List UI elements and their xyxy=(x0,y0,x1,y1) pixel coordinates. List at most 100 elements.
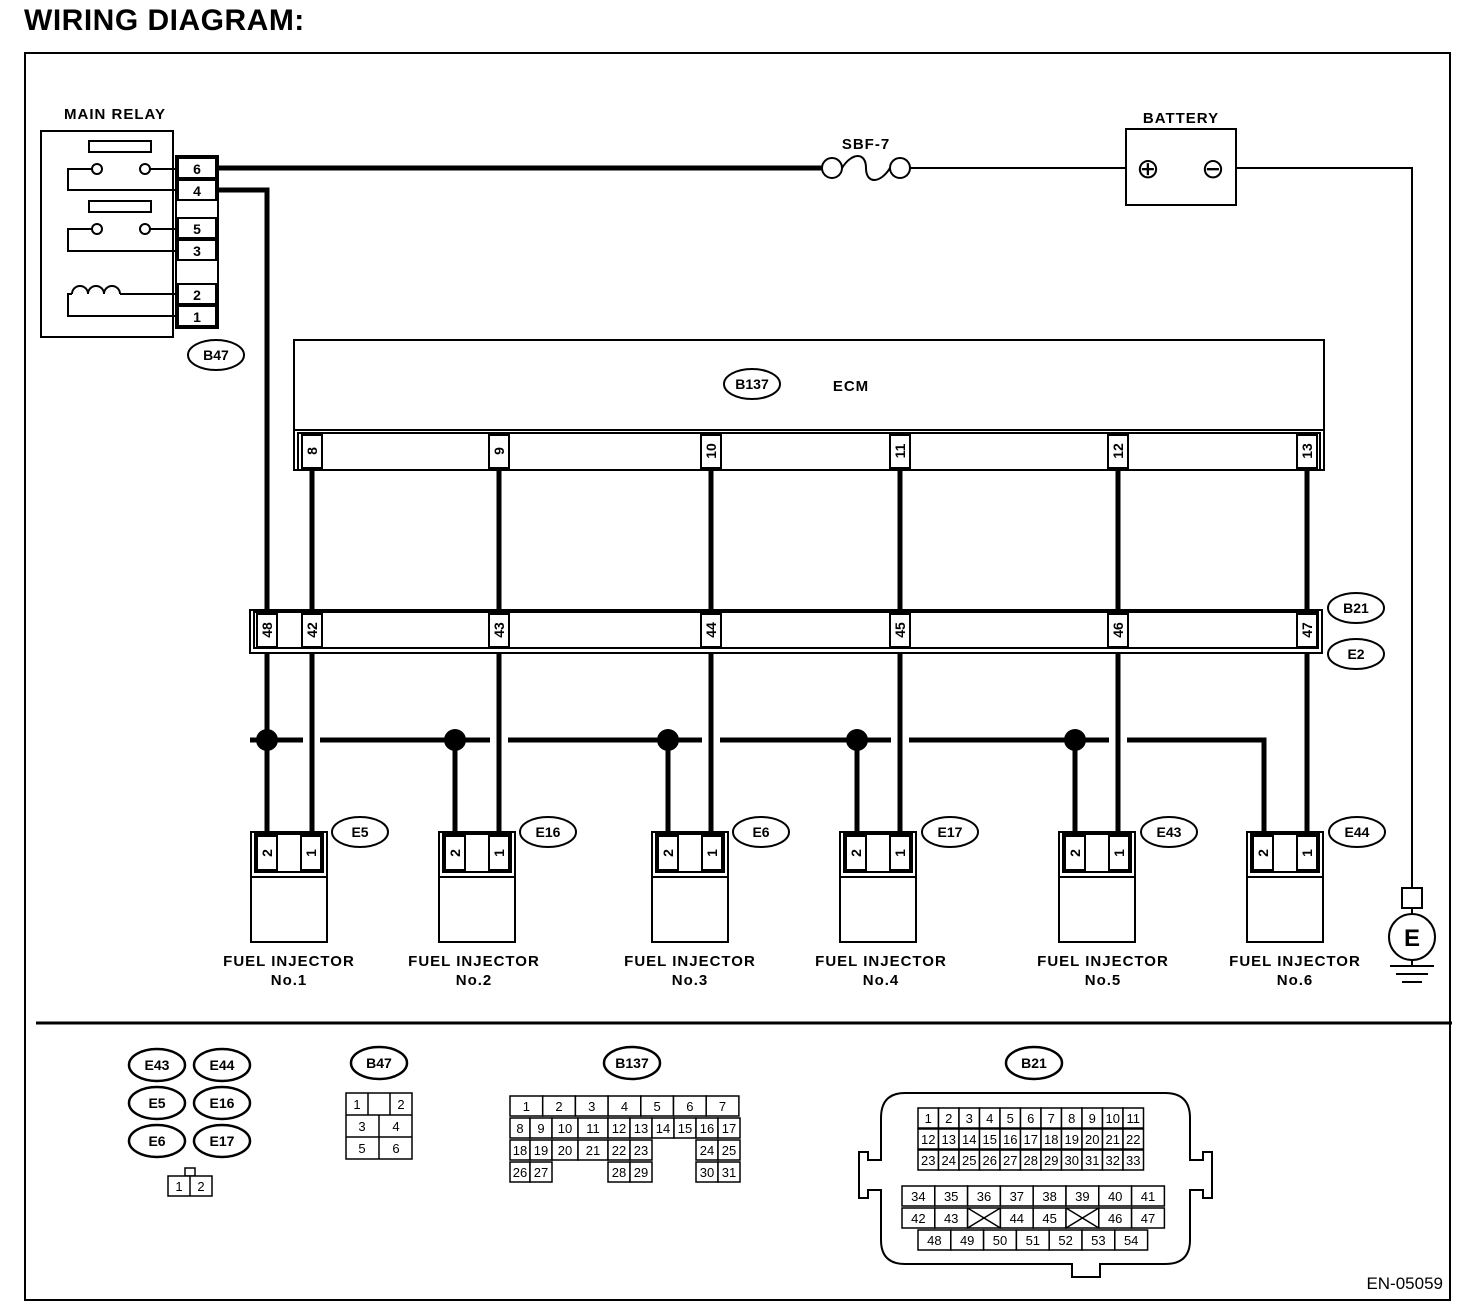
b137-pin-16: 16 xyxy=(700,1121,714,1136)
b137-pin-1: 1 xyxy=(523,1099,530,1114)
b21-pin-20: 20 xyxy=(1085,1132,1099,1147)
b137-pin-8: 8 xyxy=(516,1121,523,1136)
b21-pin-3: 3 xyxy=(966,1111,973,1126)
b21-pin-5: 5 xyxy=(1007,1111,1014,1126)
injector-3-connector: E6 xyxy=(752,824,769,840)
b137-pin-4: 4 xyxy=(621,1099,628,1114)
b21-pin-26: 26 xyxy=(983,1153,997,1168)
b21-pin-47: 47 xyxy=(1141,1211,1155,1226)
injector-6-connector: E44 xyxy=(1345,824,1370,840)
ecm-pin-8: 8 xyxy=(304,447,320,455)
joint-connector-inner xyxy=(253,611,1319,649)
injector-2-label: FUEL INJECTOR xyxy=(408,953,540,970)
ground-icon xyxy=(1390,960,1434,983)
injector-5-number: No.5 xyxy=(1085,972,1122,989)
b137-pin-7: 7 xyxy=(719,1099,726,1114)
b137-pin-23-cell xyxy=(629,1139,653,1161)
b21-blank-pin-x xyxy=(967,1207,1001,1229)
b137-pin-29-cell xyxy=(629,1161,653,1183)
b21-connector-label: B21 xyxy=(1343,600,1369,616)
b21-pin-7: 7 xyxy=(1048,1111,1055,1126)
fuel-injector-4: 2 1 E17 FUEL INJECTOR No.4 xyxy=(815,816,979,989)
ecm-pin-10: 10 xyxy=(703,443,719,459)
b137-pin-25: 25 xyxy=(722,1143,736,1158)
b21-pin-44: 44 xyxy=(1010,1211,1024,1226)
b137-pin-31: 31 xyxy=(722,1165,736,1180)
b21-pin-18: 18 xyxy=(1044,1132,1058,1147)
b137-pin-30: 30 xyxy=(700,1165,714,1180)
ground-label: E xyxy=(1404,925,1420,952)
b137-pin-9: 9 xyxy=(537,1121,544,1136)
b21-connector-tag xyxy=(1327,592,1385,624)
document-code: EN-05059 xyxy=(1366,1274,1443,1293)
b21-pin-42: 42 xyxy=(911,1211,925,1226)
injector-4-connector: E17 xyxy=(938,824,963,840)
ecm-pin-cells xyxy=(301,434,1318,469)
b21-pin-37: 37 xyxy=(1010,1189,1024,1204)
legend-tag-e6: E6 xyxy=(148,1133,165,1149)
legend-b47: B47 1 2 3 4 5 6 xyxy=(345,1045,413,1160)
b137-pin-7-cell xyxy=(705,1095,740,1117)
b21-pin-16: 16 xyxy=(1003,1132,1017,1147)
b21-pin-54: 54 xyxy=(1124,1233,1138,1248)
b137-pin-22: 22 xyxy=(612,1143,626,1158)
injector-1-connector: E5 xyxy=(351,824,368,840)
fuse-label: SBF-7 xyxy=(842,136,890,153)
battery-minus-terminal: ⊖ xyxy=(1201,153,1224,184)
b21-pin-51: 51 xyxy=(1026,1233,1040,1248)
b21-pin-43: 43 xyxy=(944,1211,958,1226)
b21-pin-21: 21 xyxy=(1106,1132,1120,1147)
b137-pin-19: 19 xyxy=(534,1143,548,1158)
b21-blank-pin-x xyxy=(1065,1207,1100,1229)
b137-pin-17-cell xyxy=(717,1117,741,1139)
injector-3-pin-2: 2 xyxy=(660,849,676,857)
injector-4-label: FUEL INJECTOR xyxy=(815,953,947,970)
legend-b47-pin-1: 1 xyxy=(353,1097,360,1112)
b21-pin-50: 50 xyxy=(993,1233,1007,1248)
b21-pin-9: 9 xyxy=(1089,1111,1096,1126)
b137-pin-3: 3 xyxy=(588,1099,595,1114)
legend-b47-pin-5: 5 xyxy=(358,1141,365,1156)
b137-pin-27-cell xyxy=(529,1161,553,1183)
b21-pin-30: 30 xyxy=(1065,1153,1079,1168)
relay-coil xyxy=(67,285,176,317)
injector-4-pin-2: 2 xyxy=(848,849,864,857)
b137-pin-20: 20 xyxy=(558,1143,572,1158)
b21-pin-53: 53 xyxy=(1091,1233,1105,1248)
legend-injector-pin-1: 1 xyxy=(175,1179,182,1194)
b21-pin-19: 19 xyxy=(1065,1132,1079,1147)
joint-pin-43: 43 xyxy=(491,622,507,638)
b21-pin-14: 14 xyxy=(962,1132,976,1147)
b137-pin-26: 26 xyxy=(513,1165,527,1180)
b21-pin-45: 45 xyxy=(1042,1211,1056,1226)
b21-pin-12: 12 xyxy=(921,1132,935,1147)
legend-b21-label: B21 xyxy=(1021,1055,1047,1071)
legend-tag-e43: E43 xyxy=(145,1057,170,1073)
injector-signal-wires xyxy=(309,653,1310,832)
b21-pin-24: 24 xyxy=(942,1153,956,1168)
b21-pin-40: 40 xyxy=(1108,1189,1122,1204)
joint-pin-46: 46 xyxy=(1110,622,1126,638)
b21-pin-17: 17 xyxy=(1024,1132,1038,1147)
relay-pin-block xyxy=(175,155,219,329)
ecm-label: ECM xyxy=(833,378,869,395)
b137-pin-17: 17 xyxy=(722,1121,736,1136)
b47-connector-tag xyxy=(187,339,245,371)
joint-pin-45: 45 xyxy=(892,622,908,638)
e2-connector-tag xyxy=(1327,638,1385,670)
b21-pin-22: 22 xyxy=(1126,1132,1140,1147)
injector-1-pin-1: 1 xyxy=(303,849,319,857)
ecm-pin-9: 9 xyxy=(491,447,507,455)
b137-pin-21: 21 xyxy=(586,1143,600,1158)
battery-plus-terminal: ⊕ xyxy=(1136,153,1159,184)
b21-pin-36: 36 xyxy=(977,1189,991,1204)
b21-pin-47-cell xyxy=(1130,1207,1166,1229)
b21-pin-29: 29 xyxy=(1044,1153,1058,1168)
b21-pin-41-cell xyxy=(1130,1185,1166,1207)
b137-connector-label: B137 xyxy=(735,376,769,392)
ecm-pin-12: 12 xyxy=(1110,443,1126,459)
b21-pin-4: 4 xyxy=(986,1111,993,1126)
